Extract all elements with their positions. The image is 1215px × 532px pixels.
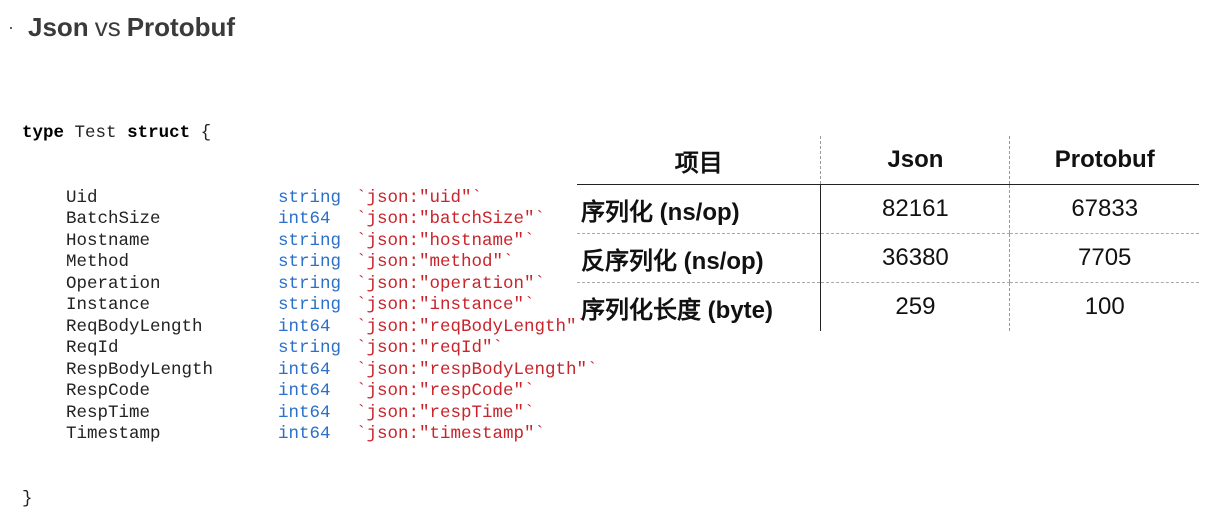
field-tag: `json:"method"` xyxy=(356,252,514,272)
go-struct-code: type Test struct { Uid string `json:"uid"`… xyxy=(22,80,598,532)
field-tag: `json:"batchSize"` xyxy=(356,209,546,229)
code-open-line: type Test struct { xyxy=(22,123,598,145)
code-field-line: Hostname string `json:"hostname"` xyxy=(22,231,598,253)
code-field-line: RespCode int64 `json:"respCode"` xyxy=(22,381,598,403)
code-field-line: Operation string `json:"operation"` xyxy=(22,274,598,296)
field-name: Uid xyxy=(66,187,98,208)
struct-name: Test xyxy=(74,123,117,143)
code-field-line: BatchSize int64 `json:"batchSize"` xyxy=(22,209,598,231)
table-header-item: 项目 xyxy=(577,136,821,185)
field-name: Timestamp xyxy=(66,424,161,444)
field-name: Method xyxy=(66,252,130,272)
field-name: BatchSize xyxy=(66,209,161,229)
code-field-line: ReqId string `json:"reqId"` xyxy=(22,338,598,360)
table-cell-json: 82161 xyxy=(820,184,1010,234)
field-name: RespCode xyxy=(66,381,151,401)
table-cell-json: 259 xyxy=(820,282,1010,331)
field-name: RespTime xyxy=(66,402,151,423)
table-row: 序列化长度 (byte) 259 100 xyxy=(577,282,1199,331)
table-cell-json: 36380 xyxy=(820,233,1010,283)
field-type: int64 xyxy=(278,316,331,337)
field-name: Hostname xyxy=(66,230,151,251)
field-name: RespBodyLength xyxy=(66,359,214,380)
field-type: string xyxy=(278,273,342,294)
field-name: Instance xyxy=(66,295,151,315)
code-field-line: ReqBodyLength int64 `json:"reqBodyLength"` xyxy=(22,317,598,339)
code-field-line: Uid string `json:"uid"` xyxy=(22,188,598,210)
code-fields: Uid string `json:"uid"` BatchSize int64 `json… xyxy=(22,188,598,446)
table-cell-label: 序列化 (ns/op) xyxy=(577,184,821,234)
field-type: int64 xyxy=(278,359,331,380)
open-brace: { xyxy=(200,123,212,143)
code-field-line: Method string `json:"method"` xyxy=(22,252,598,274)
field-tag: `json:"reqId"` xyxy=(356,338,504,358)
field-type: string xyxy=(278,295,342,315)
table-header-protobuf: Protobuf xyxy=(1009,136,1199,185)
table-row: 反序列化 (ns/op) 36380 7705 xyxy=(577,233,1199,283)
field-type: string xyxy=(278,252,342,272)
field-tag: `json:"operation"` xyxy=(356,273,546,294)
field-name: Operation xyxy=(66,273,161,294)
slide-heading: · Json vs Protobuf xyxy=(8,10,235,44)
field-type: string xyxy=(278,230,342,251)
field-tag: `json:"instance"` xyxy=(356,295,535,315)
close-brace: } xyxy=(22,488,33,509)
field-type: int64 xyxy=(278,381,331,401)
field-tag: `json:"uid"` xyxy=(356,187,483,208)
field-type: int64 xyxy=(278,424,331,444)
benchmark-table: 项目 Json Protobuf 序列化 (ns/op) 82161 67833… xyxy=(577,136,1199,331)
heading-json: Json xyxy=(28,11,89,42)
heading-protobuf: Protobuf xyxy=(126,11,235,42)
code-field-line: Timestamp int64 `json:"timestamp"` xyxy=(22,424,598,446)
bullet-icon: · xyxy=(8,16,14,37)
field-tag: `json:"timestamp"` xyxy=(356,424,546,444)
field-name: ReqId xyxy=(66,338,119,358)
field-tag: `json:"respCode"` xyxy=(356,381,535,401)
code-field-line: Instance string `json:"instance"` xyxy=(22,295,598,317)
table-cell-protobuf: 100 xyxy=(1009,282,1199,331)
field-type: string xyxy=(278,338,342,358)
field-tag: `json:"hostname"` xyxy=(356,230,535,251)
field-type: int64 xyxy=(278,209,331,229)
table-cell-protobuf: 7705 xyxy=(1009,233,1199,283)
table-header-json: Json xyxy=(820,136,1010,185)
field-type: string xyxy=(278,187,342,208)
table-cell-label: 反序列化 (ns/op) xyxy=(577,233,821,283)
field-name: ReqBodyLength xyxy=(66,316,203,337)
table-cell-protobuf: 67833 xyxy=(1009,184,1199,234)
field-type: int64 xyxy=(278,402,331,423)
table-header-row: 项目 Json Protobuf xyxy=(577,136,1199,185)
heading-vs: vs xyxy=(94,11,121,42)
keyword-type: type xyxy=(22,123,65,143)
field-tag: `json:"respBodyLength"` xyxy=(356,359,598,380)
code-field-line: RespBodyLength int64 `json:"respBodyLength… xyxy=(22,360,598,382)
keyword-struct: struct xyxy=(127,123,191,143)
code-close-line: } xyxy=(22,489,598,511)
table-cell-label: 序列化长度 (byte) xyxy=(581,296,773,324)
field-tag: `json:"reqBodyLength"` xyxy=(356,316,588,337)
table-row: 序列化 (ns/op) 82161 67833 xyxy=(577,184,1199,234)
